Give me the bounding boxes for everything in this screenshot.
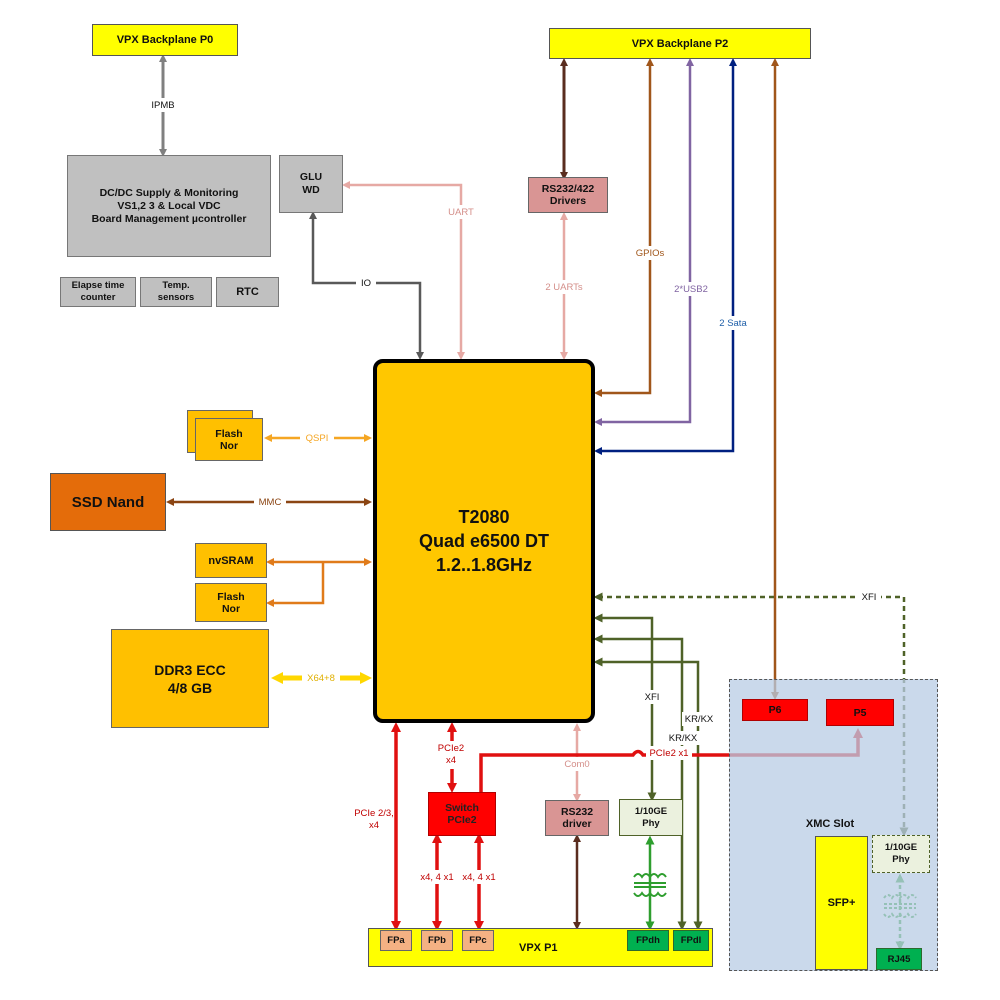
label-x4x1-b: x4, 4 x1 xyxy=(454,870,504,884)
gpio-link xyxy=(594,58,654,397)
label-pcie23: PCIe 2/3,x4 xyxy=(354,808,394,831)
connector-p6: P6 xyxy=(742,699,808,721)
label-ipmb: IPMB xyxy=(143,98,183,112)
connector-p5: P5 xyxy=(826,699,894,726)
rtc: RTC xyxy=(216,277,279,307)
sfp-plus: SFP+ xyxy=(815,836,868,970)
xmc-slot-label: XMC Slot xyxy=(805,818,855,830)
krkx-link-2 xyxy=(593,657,703,931)
label-x64: X64+8 xyxy=(302,671,340,685)
label-sata: 2 Sata xyxy=(713,316,753,330)
xfi-link xyxy=(593,613,657,802)
label-io: IO xyxy=(356,277,376,290)
fp-a: FPa xyxy=(380,930,412,951)
label-qspi: QSPI xyxy=(300,431,334,445)
label-pcie-x1: PCIe2 x1 xyxy=(646,746,692,760)
label-xfi: XFI xyxy=(640,690,664,704)
label-uart: UART xyxy=(443,205,479,219)
label-x4x1-a: x4, 4 x1 xyxy=(411,870,463,884)
fp-b: FPb xyxy=(421,930,453,951)
fp-c: FPc xyxy=(462,930,494,951)
rj45: RJ45 xyxy=(876,948,922,970)
sata-link xyxy=(594,58,737,455)
label-usb2: 2*USB2 xyxy=(669,282,713,296)
fp-dl: FPdl xyxy=(673,930,709,951)
label-krkx-1: KR/KX xyxy=(682,712,716,726)
usb-link xyxy=(594,58,694,426)
label-2-uarts: 2 UARTs xyxy=(539,280,589,294)
fp-dh: FPdh xyxy=(627,930,669,951)
temp-sensors: Temp.sensors xyxy=(140,277,212,307)
flash-nor-link xyxy=(266,562,325,607)
label-xfi-top: XFI xyxy=(857,590,881,604)
label-mmc: MMC xyxy=(254,495,286,509)
label-gpios: GPIOs xyxy=(629,246,671,260)
ssd-nand: SSD Nand xyxy=(50,473,166,531)
uart-link xyxy=(342,181,465,360)
label-krkx-2: KR/KX xyxy=(666,731,700,745)
vpx-backplane-p2: VPX Backplane P2 xyxy=(549,28,811,59)
nvsram: nvSRAM xyxy=(195,543,267,578)
vpx-backplane-p0: VPX Backplane P0 xyxy=(92,24,238,56)
magnetics-symbol xyxy=(633,873,667,897)
label-com0: Com0 xyxy=(561,757,593,771)
